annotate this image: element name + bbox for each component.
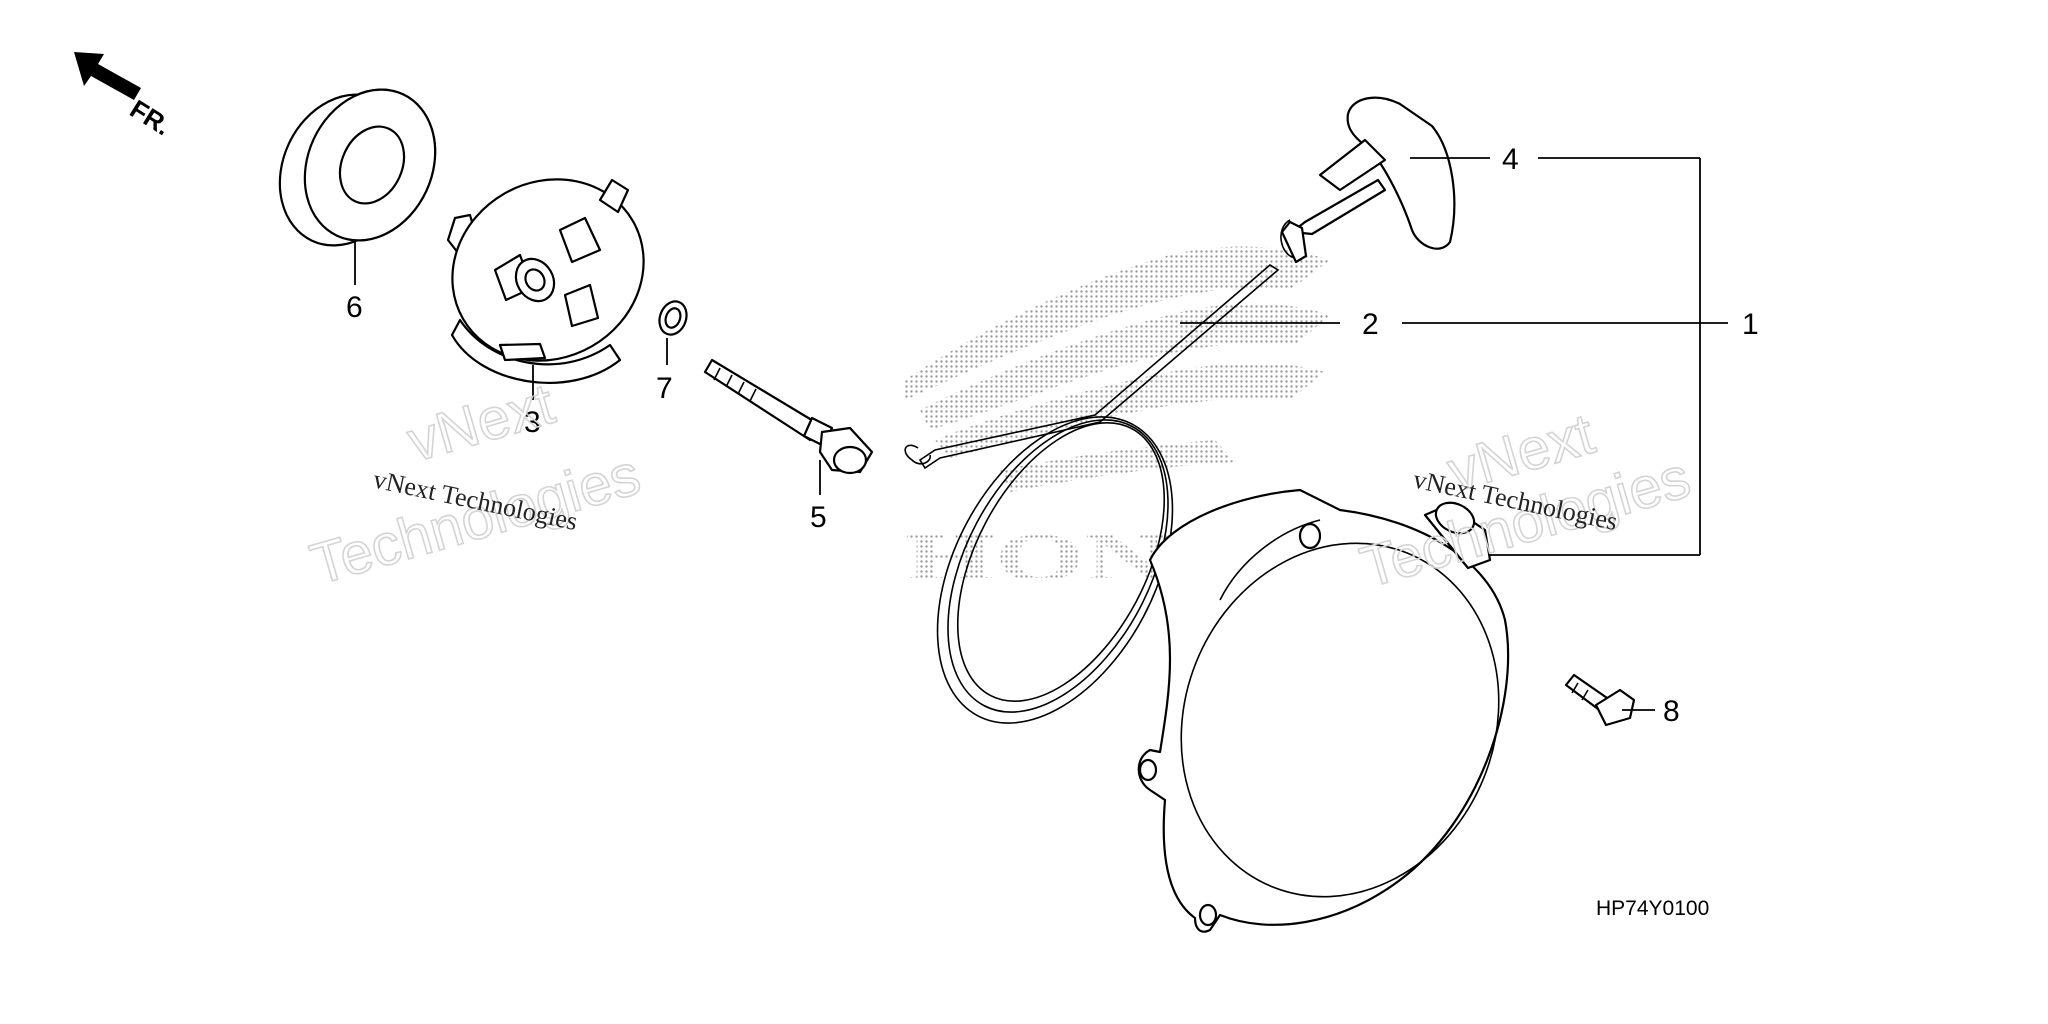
watermark-right: vNext Technologies vNext Technologies xyxy=(1353,400,1698,601)
callout-8: 8 xyxy=(1663,695,1680,728)
callout-1: 1 xyxy=(1742,308,1759,341)
diagram-code: HP74Y0100 xyxy=(1596,897,1709,920)
arrow-up-left-icon xyxy=(74,52,141,100)
part-1-starter-cover xyxy=(1137,488,1510,933)
callout-5: 5 xyxy=(810,501,827,534)
callout-3: 3 xyxy=(524,406,541,439)
leader-lines xyxy=(354,157,1728,711)
watermark-brand-outline-left: vNext xyxy=(401,371,561,474)
direction-label: FR. xyxy=(125,94,176,142)
front-direction-indicator: FR. xyxy=(74,52,176,141)
part-7-washer xyxy=(658,300,688,336)
part-4-grip xyxy=(1280,96,1456,264)
callout-7: 7 xyxy=(656,372,673,405)
watermark-company-outline-left: Technologies xyxy=(304,442,647,598)
callout-6: 6 xyxy=(346,291,363,324)
part-2-rope xyxy=(904,264,1280,724)
part-3-pulley xyxy=(446,178,645,384)
part-5-bolt xyxy=(703,358,874,475)
part-6-seal xyxy=(278,88,437,247)
callout-4: 4 xyxy=(1502,143,1519,176)
callout-2: 2 xyxy=(1362,308,1379,341)
watermark-left: vNext Technologies vNext Technologies xyxy=(303,370,648,598)
part-8-bolt xyxy=(1564,673,1636,727)
